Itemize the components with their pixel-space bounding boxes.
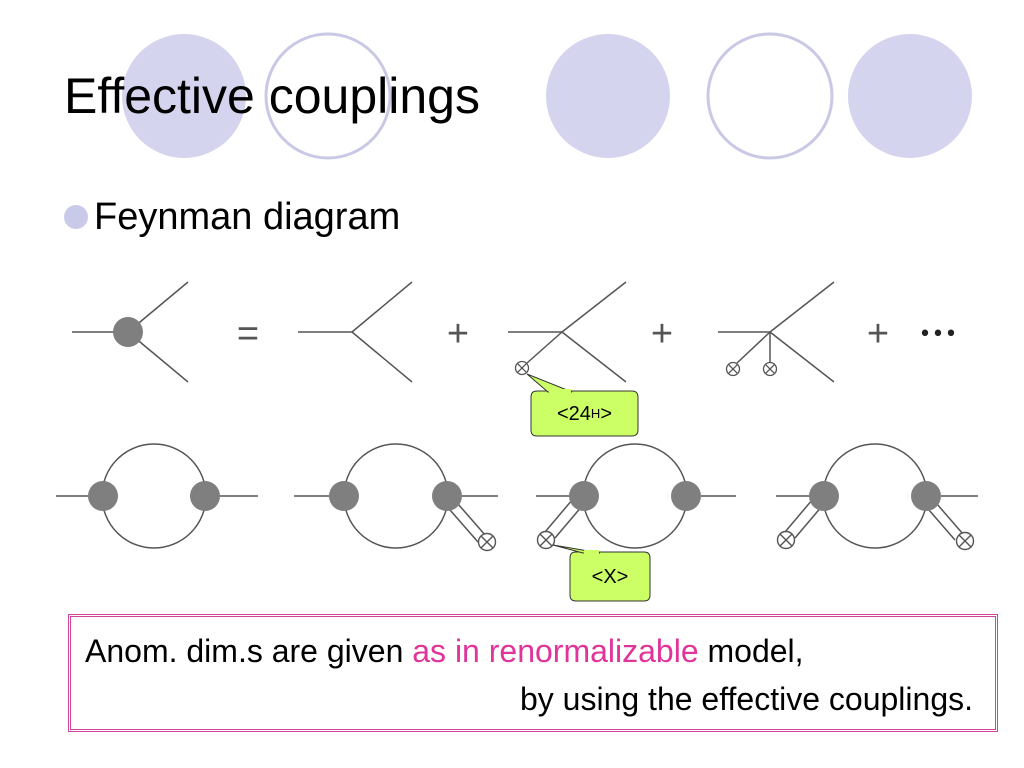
plus-sign: + (447, 313, 469, 355)
deco-circle-filled (848, 34, 972, 158)
note-box: Anom. dim.s are given as in renormalizab… (68, 614, 998, 732)
vev-insertion-icon (477, 532, 497, 552)
note-highlight: as in renormalizable (412, 633, 699, 669)
ellipsis: ••• (919, 322, 958, 347)
effective-vertex-diagram (72, 281, 189, 383)
callout-bottom-label: <X> (591, 565, 629, 588)
self-energy-diagram-2 (294, 443, 498, 549)
deco-circle-outline (264, 32, 392, 160)
vev-insertion-icon (725, 361, 741, 377)
vev-insertion-icon (955, 531, 975, 551)
vev-insertion-icon (536, 530, 556, 550)
callout-top-shape (530, 390, 639, 437)
decorative-circles (122, 32, 972, 160)
note-line-1: Anom. dim.s are given as in renormalizab… (85, 633, 804, 669)
vev-insertion-icon (776, 530, 796, 550)
equals-sign: = (237, 313, 259, 355)
bullet-dot-icon (64, 205, 88, 229)
slide-title: Effective couplings (64, 68, 480, 124)
deco-circle-filled (546, 34, 670, 158)
self-energy-diagram-1 (56, 443, 258, 549)
effective-vertex-blob (113, 317, 143, 347)
plus-sign: + (651, 313, 673, 355)
self-energy-diagram-4 (776, 443, 978, 549)
deco-circle-filled (122, 34, 246, 158)
bullet-text: Feynman diagram (94, 196, 401, 238)
one-insertion-vertex-diagram (508, 281, 627, 383)
vev-insertion-icon (514, 360, 530, 376)
vev-insertion-icon (762, 361, 778, 377)
plus-sign: + (867, 313, 889, 355)
deco-circle-outline (706, 32, 834, 160)
two-insertion-vertex-diagram (718, 281, 835, 383)
self-energy-diagram-3 (536, 443, 736, 549)
note-line-2: by using the effective couplings. (519, 681, 973, 717)
bullet-item: Feynman diagram (64, 192, 400, 242)
callout-bottom-shape (569, 551, 651, 602)
tree-vertex-diagram (298, 281, 413, 383)
